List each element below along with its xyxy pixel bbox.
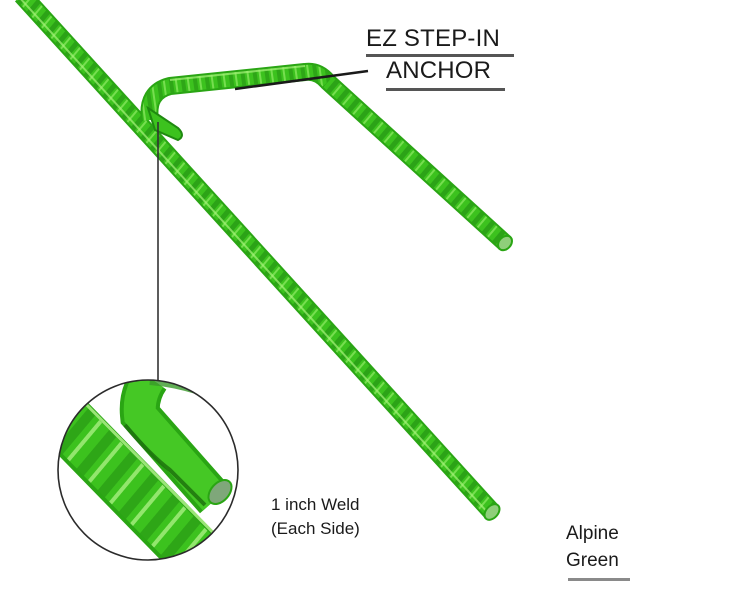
short-rebar-leg [140,62,513,252]
weld-length-label: 1 inch Weld [271,495,360,514]
color-name-line1: Alpine [566,523,619,544]
product-title-line1: EZ STEP-IN [366,25,501,52]
color-underline [568,578,630,581]
weld-detail-circle [57,379,239,561]
color-name-line2: Green [566,550,619,571]
long-rebar-leg [14,0,501,521]
product-title-line2: ANCHOR [386,57,492,84]
title-underline-1 [366,54,514,57]
weld-side-label: (Each Side) [271,519,360,538]
title-underline-2 [386,88,505,91]
title-callout-line [234,69,369,91]
